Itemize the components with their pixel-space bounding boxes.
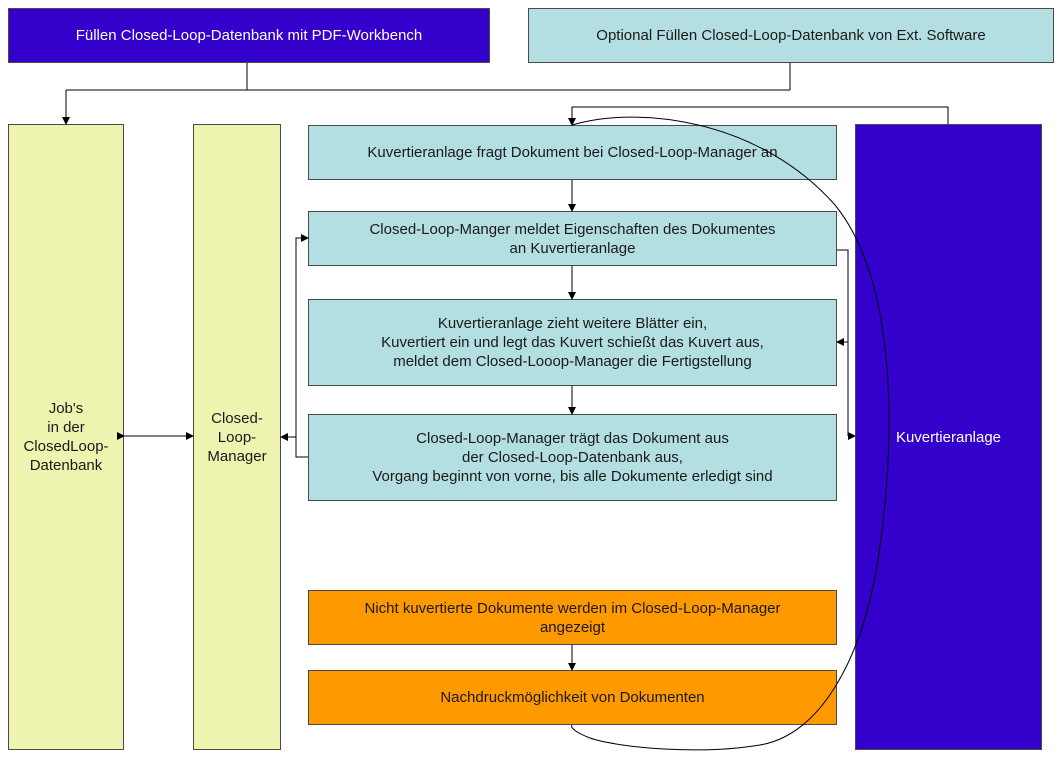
step-envelope-document-label: Kuvertieranlage zieht weitere Blätter ei… [381, 315, 764, 370]
step-report-properties-label: Closed-Loop-Manger meldet Eigenschaften … [369, 220, 776, 257]
jobs-database-label: Job's in der ClosedLoop- Datenbank [23, 400, 109, 474]
step-request-document-label: Kuvertieranlage fragt Dokument bei Close… [367, 144, 778, 161]
step-envelope-document: Kuvertieranlage zieht weitere Blätter ei… [308, 299, 837, 386]
connector-anlage-to-step1 [568, 106, 949, 126]
closed-loop-manager-label: Closed- Loop- Manager [207, 409, 267, 465]
step-request-document: Kuvertieranlage fragt Dokument bei Close… [308, 125, 837, 180]
reprint-option-label: Nachdruckmöglichkeit von Dokumenten [440, 689, 705, 706]
not-enveloped-documents-box: Nicht kuvertierte Dokumente werden im Cl… [308, 590, 837, 645]
kuvertieranlage-label: Kuvertieranlage [895, 428, 1002, 446]
kuvertieranlage-column: Kuvertieranlage [855, 124, 1042, 750]
fill-pdf-workbench-box: Füllen Closed-Loop-Datenbank mit PDF-Wor… [8, 8, 490, 63]
fill-ext-software-label: Optional Füllen Closed-Loop-Datenbank vo… [596, 27, 986, 44]
loop-curve [571, 116, 890, 751]
fill-pdf-workbench-label: Füllen Closed-Loop-Datenbank mit PDF-Wor… [75, 27, 423, 44]
step-remove-from-database-label: Closed-Loop-Manager trägt das Dokument a… [372, 430, 773, 485]
step-report-properties: Closed-Loop-Manger meldet Eigenschaften … [308, 211, 837, 266]
fill-ext-software-box: Optional Füllen Closed-Loop-Datenbank vo… [528, 8, 1054, 63]
reprint-option-box: Nachdruckmöglichkeit von Dokumenten [308, 670, 837, 725]
connector-manager-to-step2 [295, 234, 309, 458]
connector-anlage-bracket [837, 249, 849, 436]
not-enveloped-documents-label: Nicht kuvertierte Dokumente werden im Cl… [364, 599, 781, 636]
